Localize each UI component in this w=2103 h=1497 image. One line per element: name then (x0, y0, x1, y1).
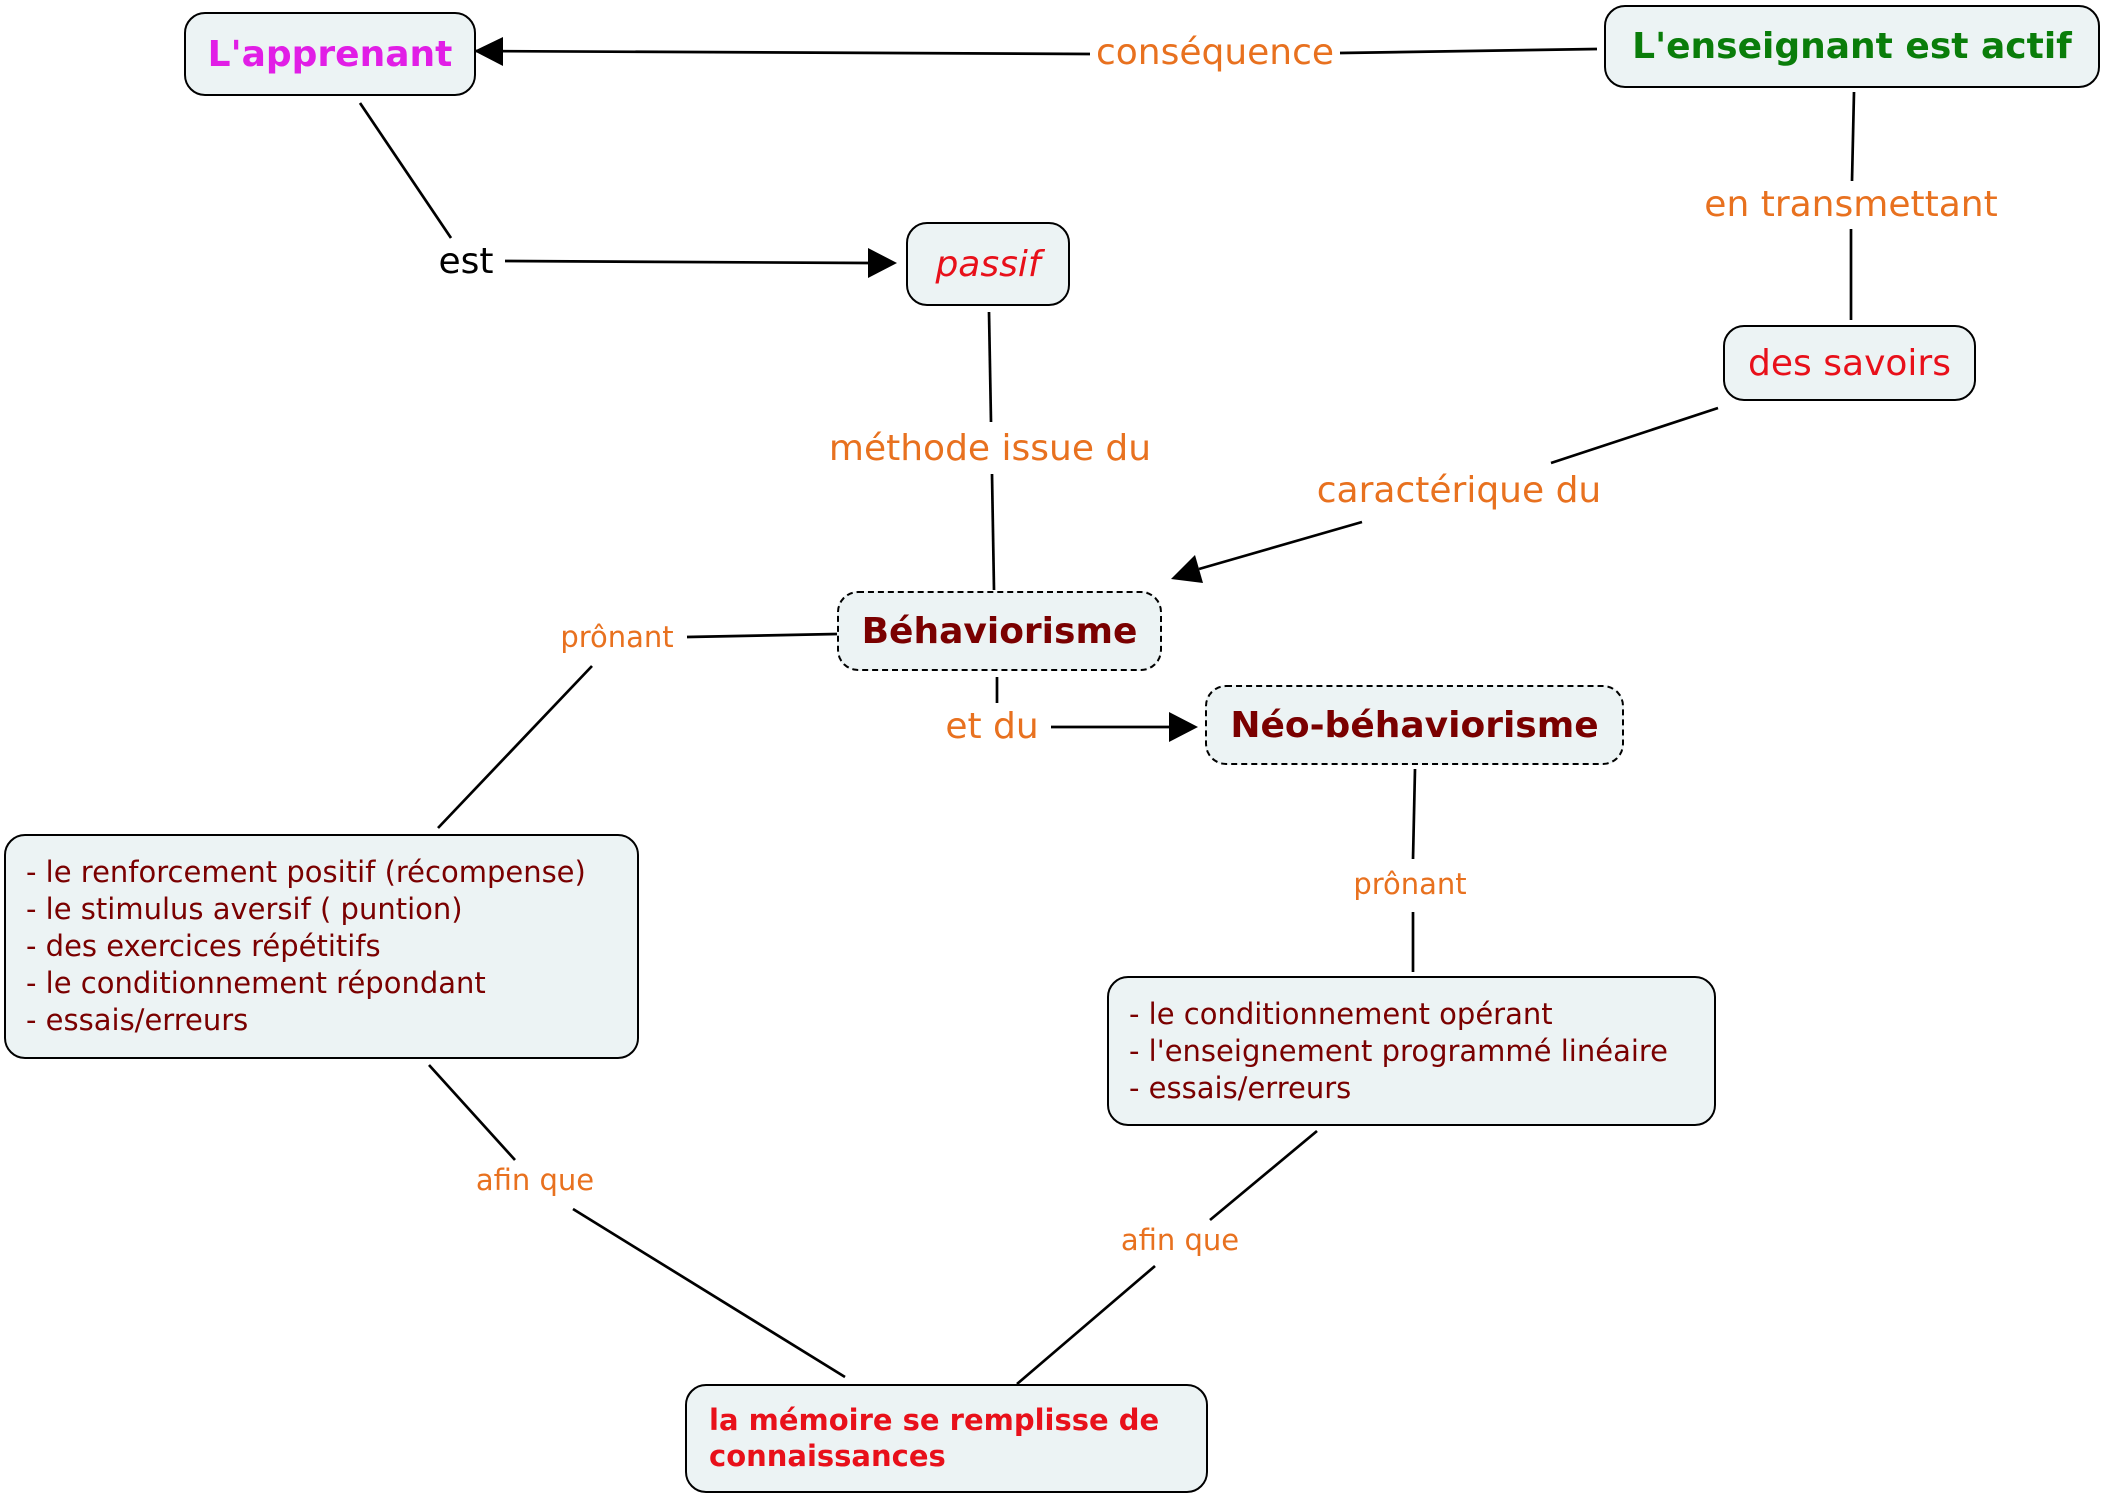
link-label-pronant-left: prônant (560, 620, 674, 655)
connector-pronant-list (437, 665, 593, 829)
node-passif-text: passif (935, 243, 1041, 285)
node-savoirs[interactable]: des savoirs (1723, 325, 1976, 401)
link-label-afin-right: afin que (1120, 1223, 1240, 1258)
link-label-caracterique: caractérique du (1316, 470, 1602, 512)
list-item: - l'enseignement programmé linéaire (1129, 1034, 1669, 1068)
list-item: - le renforcement positif (récompense) (26, 855, 586, 889)
arrowhead-to-behaviorisme (1171, 555, 1203, 583)
arrowhead-to-passif (868, 248, 897, 278)
connector-caracterique-behaviorisme (1198, 520, 1363, 571)
link-label-consequence: conséquence (1095, 32, 1335, 74)
connector-savoirs-caracterique (1550, 406, 1719, 465)
node-behaviorisme-text: Béhaviorisme (861, 610, 1138, 652)
connector-neo-pronant (1411, 768, 1417, 860)
node-enseignant[interactable]: L'enseignant est actif (1604, 5, 2100, 88)
link-label-afin-left: afin que (475, 1163, 595, 1198)
link-label-et-du: et du (945, 706, 1039, 748)
connector-consequence-arrow (473, 49, 1091, 56)
connector-behaviorisme-pronant (686, 632, 838, 639)
connector-consequence-to-apprenant (1339, 47, 1598, 55)
arrowhead-to-neo (1169, 712, 1198, 742)
node-enseignant-text: L'enseignant est actif (1632, 26, 2072, 67)
link-label-est: est (438, 241, 494, 283)
node-behaviorisme[interactable]: Béhaviorisme (837, 591, 1162, 671)
list-item: - le conditionnement répondant (26, 966, 486, 1000)
list-item: - le stimulus aversif ( puntion) (26, 892, 463, 926)
connector-list-afinque (427, 1064, 517, 1161)
connector-passif-methode (987, 311, 993, 423)
list-item: - essais/erreurs (1129, 1071, 1352, 1105)
node-passif[interactable]: passif (906, 222, 1070, 306)
memoire-line: connaissances (709, 1439, 946, 1473)
node-neo-text: Néo-béhaviorisme (1230, 704, 1599, 746)
node-apprenant[interactable]: L'apprenant (184, 12, 476, 96)
memoire-line: la mémoire se remplisse de (709, 1403, 1160, 1437)
connector-apprenant-est (358, 102, 453, 239)
link-label-transmettant: en transmettant (1704, 184, 1998, 226)
link-label-methode: méthode issue du (828, 428, 1152, 470)
node-savoirs-text: des savoirs (1748, 342, 1951, 384)
connector-enseignant-transmettant (1850, 91, 1856, 182)
connector-afinque-memoire-right (1016, 1264, 1156, 1386)
connector-neolist-afinque (1209, 1129, 1318, 1222)
list-item: - essais/erreurs (26, 1003, 249, 1037)
list-item: - des exercices répétitifs (26, 929, 381, 963)
node-neo-behaviorisme[interactable]: Néo-béhaviorisme (1205, 685, 1624, 765)
node-behaviorisme-principles[interactable]: - le renforcement positif (récompense) -… (4, 834, 639, 1059)
connector-afinque-memoire (572, 1207, 846, 1379)
connector-methode-behaviorisme (990, 473, 996, 591)
list-item: - le conditionnement opérant (1129, 997, 1553, 1031)
connector-est-passif (504, 259, 869, 265)
arrowhead-to-apprenant (474, 37, 503, 66)
node-neo-principles[interactable]: - le conditionnement opérant - l'enseign… (1107, 976, 1716, 1126)
link-label-pronant-right: prônant (1353, 867, 1467, 902)
node-apprenant-text: L'apprenant (207, 33, 453, 75)
node-memoire[interactable]: la mémoire se remplisse de connaissances (685, 1384, 1208, 1493)
